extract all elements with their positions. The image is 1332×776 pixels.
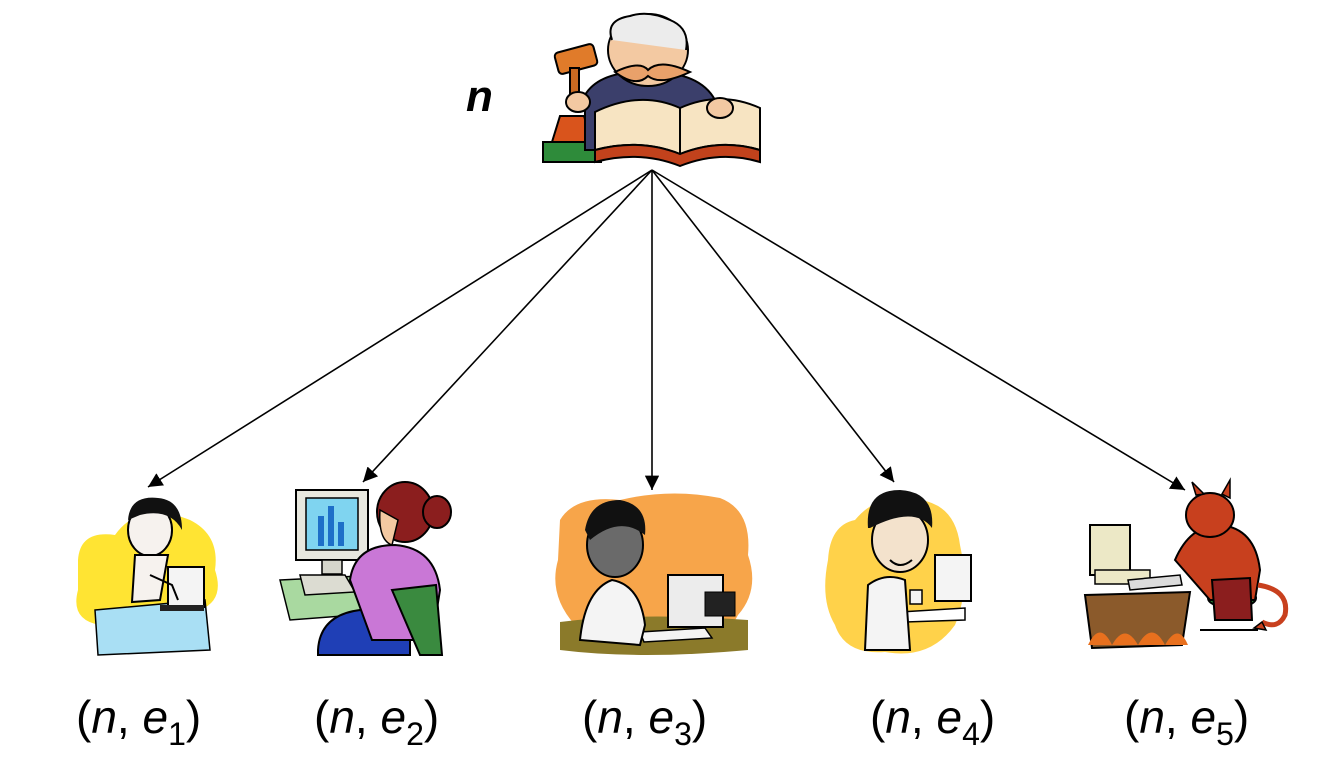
child-label-4-sep: , bbox=[911, 691, 937, 743]
child-label-1-sub: 1 bbox=[168, 716, 186, 752]
child-at-computer-icon bbox=[76, 497, 218, 656]
child-label-2: (n, e2) bbox=[314, 691, 439, 752]
child-label-2-var: n bbox=[329, 691, 355, 743]
child-label-2-sym: e bbox=[380, 691, 406, 743]
child-label-3-sub: 3 bbox=[674, 716, 692, 752]
devil-at-computer-icon bbox=[1083, 477, 1289, 650]
child-label-5-var: n bbox=[1139, 691, 1165, 743]
man-with-mug-at-computer-icon bbox=[825, 490, 972, 654]
child-label-5: (n, e5) bbox=[1124, 691, 1249, 752]
child-label-3: (n, e3) bbox=[582, 691, 707, 752]
child-label-2-sep: , bbox=[355, 691, 381, 743]
woman-at-computer-icon bbox=[279, 481, 452, 656]
child-label-4-var: n bbox=[885, 691, 911, 743]
judge-with-gavel-and-book-icon bbox=[542, 12, 761, 168]
child-label-3-sep: , bbox=[623, 691, 649, 743]
edge-to-child-4 bbox=[651, 169, 895, 483]
child-label-4-sub: 4 bbox=[962, 716, 980, 752]
edge-to-child-2 bbox=[362, 169, 653, 483]
child-label-4-sym: e bbox=[936, 691, 962, 743]
edge-to-child-1 bbox=[147, 169, 653, 488]
man-at-computer-icon bbox=[555, 493, 753, 655]
root-label: n bbox=[466, 72, 493, 121]
child-label-3-sym: e bbox=[648, 691, 674, 743]
child-label-5-sub: 5 bbox=[1216, 716, 1234, 752]
edge-to-child-5 bbox=[651, 169, 1186, 491]
child-label-4: (n, e4) bbox=[870, 691, 995, 752]
child-label-1-sym: e bbox=[142, 691, 168, 743]
child-label-3-var: n bbox=[597, 691, 623, 743]
child-labels: (n, e1) (n, e2) (n, e3) (n, e4) (n, e5) bbox=[76, 691, 1249, 752]
child-label-1-sep: , bbox=[117, 691, 143, 743]
child-label-1: (n, e1) bbox=[76, 691, 201, 752]
child-label-5-sym: e bbox=[1190, 691, 1216, 743]
edges bbox=[147, 169, 1186, 491]
child-label-2-sub: 2 bbox=[406, 716, 424, 752]
child-label-5-sep: , bbox=[1165, 691, 1191, 743]
child-label-1-var: n bbox=[91, 691, 117, 743]
